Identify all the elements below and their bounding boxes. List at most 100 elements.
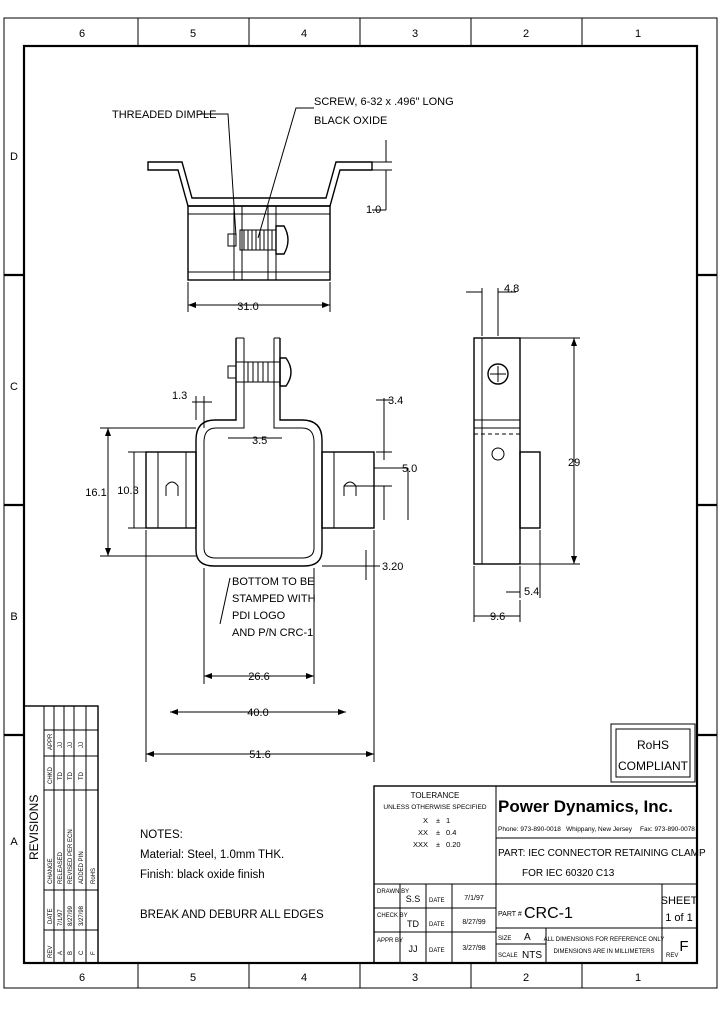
clamp-inner-outline	[203, 338, 315, 559]
notes-heading: NOTES:	[140, 829, 183, 841]
zone-col-6: 6	[79, 28, 85, 40]
notes-block: NOTES: Material: Steel, 1.0mm THK. Finis…	[140, 829, 324, 921]
dim-9-6: 9.6	[490, 611, 505, 623]
dim-5-0: 5.0	[402, 463, 417, 475]
rev-row-appr: JJ	[58, 742, 64, 748]
rev-row-appr: JJ	[68, 742, 74, 748]
dim-3-5: 3.5	[252, 435, 267, 447]
screw-label-line1: SCREW, 6-32 x .496" LONG	[314, 96, 454, 108]
drawing-frame	[3, 17, 718, 989]
drawn-by: S.S	[406, 894, 421, 904]
zone-col-2: 2	[523, 28, 529, 40]
bottom-note-line1: BOTTOM TO BE	[232, 576, 315, 588]
revisions-cells: REV DATE CHANGE CHKD APPR A 7/1/97 RELEA…	[48, 733, 97, 958]
tolerance-fmt: X	[423, 816, 428, 825]
zone-labels: 6 5 4 3 2 1 6 5 4 3 2 1 D C B A	[10, 28, 641, 984]
zone-row-d: D	[10, 151, 18, 163]
threaded-dimple	[233, 205, 243, 281]
bottom-note-line3: PDI LOGO	[232, 610, 286, 622]
part-number-label: PART #	[498, 911, 522, 918]
appr-date-label: DATE	[429, 948, 445, 954]
zone-col-1-bottom: 1	[635, 972, 641, 984]
company-fax: Fax: 973-890-0078	[640, 826, 695, 833]
rev-header-appr: APPR	[48, 733, 54, 750]
scale-label: SCALE	[498, 953, 518, 959]
zone-col-5: 5	[190, 28, 196, 40]
zone-col-2-bottom: 2	[523, 972, 529, 984]
rev-header-rev: REV	[48, 946, 54, 958]
connector-body	[187, 205, 331, 281]
screw-head-side	[487, 363, 509, 385]
zone-col-4-bottom: 4	[301, 972, 307, 984]
drawn-date: 7/1/97	[464, 895, 484, 902]
dim-3-20: 3.20	[382, 561, 403, 573]
rev-row-rev: A	[58, 951, 64, 955]
dim-5-4: 5.4	[524, 586, 539, 598]
screw-leader	[257, 107, 314, 239]
rev-row-date: 7/1/97	[58, 909, 64, 926]
rev-row-rev: B	[68, 951, 74, 955]
part-description-line2: FOR IEC 60320 C13	[522, 868, 615, 879]
side-view-labels: 4.8 29 5.4 9.6	[490, 283, 580, 623]
rev-row-change: ADDED PIN	[79, 851, 85, 884]
tolerance-pm: ±	[436, 840, 440, 849]
notes-finish: Finish: black oxide finish	[140, 869, 265, 881]
rev-row-change: RoHS	[91, 868, 97, 884]
rev-header-date: DATE	[48, 908, 54, 924]
title-block-text: Power Dynamics, Inc. Phone: 973-890-0018…	[377, 797, 706, 961]
tolerance-title: TOLERANCE	[411, 791, 460, 800]
dim-3-4: 3.4	[388, 395, 403, 407]
front-view-labels: THREADED DIMPLE SCREW, 6-32 x .496" LONG…	[112, 96, 454, 313]
tolerance-val: 1	[446, 816, 450, 825]
right-tab	[321, 451, 375, 529]
notes-deburr: BREAK AND DEBURR ALL EDGES	[140, 909, 324, 921]
dim-51-6: 51.6	[249, 749, 270, 761]
side-tab	[519, 451, 541, 529]
rev-row-chkd: TD	[68, 771, 74, 780]
dims-note-line1: ALL DIMENSIONS FOR REFERENCE ONLY	[544, 937, 665, 943]
notes-material: Material: Steel, 1.0mm THK.	[140, 849, 284, 861]
sheet-value: 1 of 1	[665, 912, 693, 924]
tolerance-fmt: XXX	[413, 840, 428, 849]
appr-by-label: APPR BY	[377, 938, 403, 944]
rev-row-chkd: TD	[58, 771, 64, 780]
rev-row-chkd: TD	[79, 771, 85, 780]
dim-40-0: 40.0	[247, 707, 268, 719]
zone-row-b: B	[10, 611, 17, 623]
tolerance-rows: X ± 1 XX ± 0.4 XXX ± 0.20	[413, 816, 461, 849]
left-tab	[145, 451, 197, 529]
dim-26-6: 26.6	[248, 671, 269, 683]
rev-row-rev: F	[91, 951, 97, 955]
zone-col-5-bottom: 5	[190, 972, 196, 984]
dim-16-1: 16.1	[85, 487, 106, 499]
title-block	[373, 785, 698, 964]
side-body	[473, 337, 521, 565]
check-by: TD	[407, 919, 419, 929]
tolerance-pm: ±	[436, 816, 440, 825]
rev-row-change: RELEASED	[58, 851, 64, 884]
appr-by: JJ	[409, 944, 418, 954]
appr-date: 3/27/98	[462, 945, 485, 952]
company-location: Whippany, New Jersey	[566, 826, 633, 833]
tolerance-val: 0.4	[446, 828, 456, 837]
side-view	[466, 288, 580, 622]
dimple-leader	[200, 113, 237, 237]
rohs-box: RoHS COMPLIANT	[610, 723, 696, 783]
part-description-line1: PART: IEC CONNECTOR RETAINING CLAMP	[498, 848, 706, 859]
rev-row-date: 3/27/98	[79, 905, 85, 926]
rev-row-date: 8/27/99	[68, 905, 74, 926]
zone-row-c: C	[10, 381, 18, 393]
dim-31-0: 31.0	[237, 301, 258, 313]
rev-value: F	[679, 938, 688, 955]
sheet-label: SHEET	[661, 895, 698, 907]
check-by-label: CHECK BY	[377, 913, 408, 919]
revisions-table: REVISIONS	[23, 705, 99, 964]
rev-header-chkd: CHKD	[48, 766, 54, 784]
zone-col-4: 4	[301, 28, 307, 40]
zone-col-6-bottom: 6	[79, 972, 85, 984]
dim-29: 29	[568, 457, 580, 469]
rev-row-change: REVISED PER ECN	[68, 829, 74, 884]
size-value: A	[524, 932, 531, 943]
